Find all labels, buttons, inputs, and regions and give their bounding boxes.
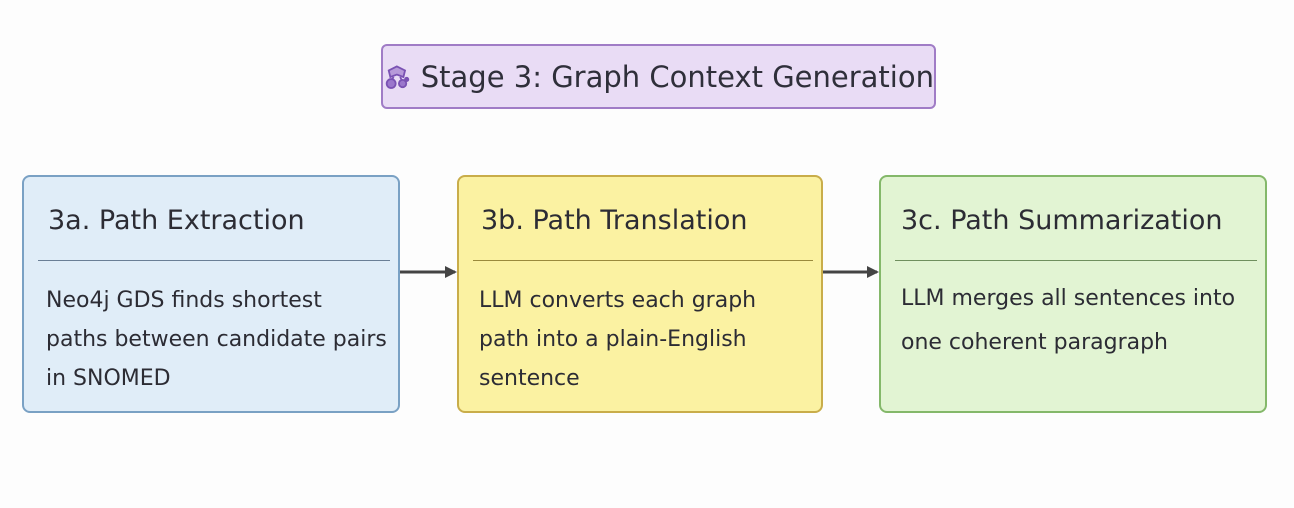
divider: [473, 260, 813, 261]
stage-description-path-extraction: Neo4j GDS finds shortest paths between c…: [46, 288, 387, 391]
stage-title-banner: Stage 3: Graph Context Generation: [381, 44, 936, 109]
stage-box-path-extraction: 3a. Path Extraction Neo4j GDS finds shor…: [22, 175, 400, 413]
divider: [38, 260, 390, 261]
stage-box-path-translation: 3b. Path Translation LLM converts each g…: [457, 175, 823, 413]
stage-box-path-summarization: 3c. Path Summarization LLM merges all se…: [879, 175, 1267, 413]
stage-title-path-translation: 3b. Path Translation: [481, 205, 748, 236]
stage-description-path-translation: LLM converts each graph path into a plai…: [479, 288, 757, 391]
stage-title-path-extraction: 3a. Path Extraction: [48, 205, 305, 236]
molecule-network-icon: [385, 64, 410, 89]
stage-title-path-summarization: 3c. Path Summarization: [901, 205, 1223, 236]
divider: [895, 260, 1257, 261]
stage-description-path-summarization: LLM merges all sentences into one cohere…: [901, 286, 1236, 355]
page-title: Stage 3: Graph Context Generation: [420, 59, 934, 94]
